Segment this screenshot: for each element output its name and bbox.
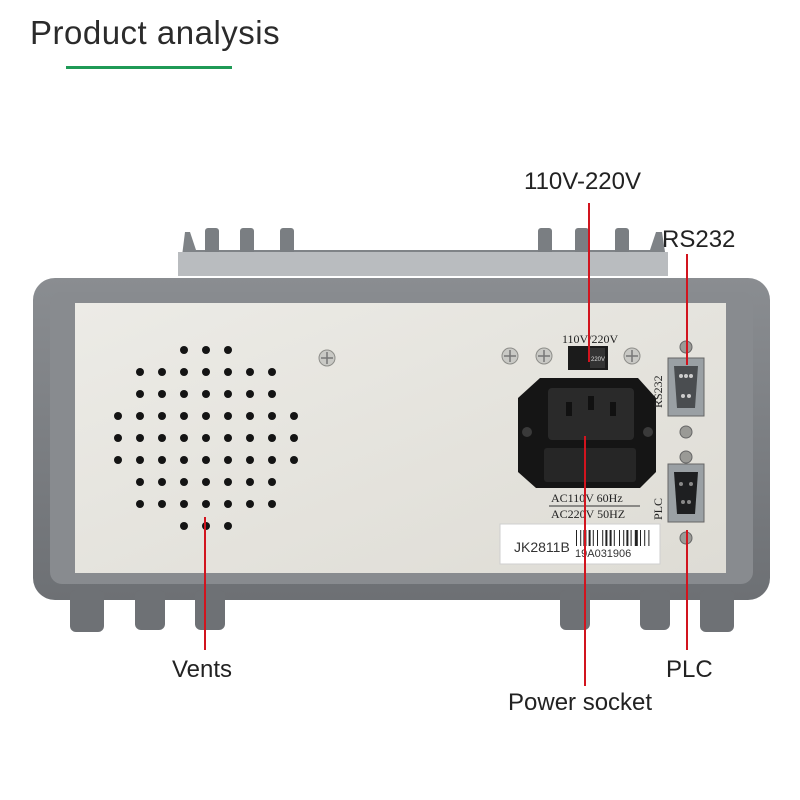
vent-grille [114,346,298,530]
vent-hole [180,412,188,420]
vent-hole [158,434,166,442]
vent-hole [224,390,232,398]
vent-hole [202,500,210,508]
vent-hole [290,412,298,420]
vent-hole [246,456,254,464]
vent-hole [224,412,232,420]
vent-hole [246,500,254,508]
vent-hole [136,478,144,486]
vent-hole [180,434,188,442]
vent-hole [136,368,144,376]
vent-hole [114,456,122,464]
power-socket-callout-label: Power socket [508,689,653,716]
plc-callout-label: PLC [666,656,713,683]
vent-hole [180,522,188,530]
vent-hole [246,412,254,420]
vent-hole [268,434,276,442]
serial-number: 19A031906 [575,548,631,560]
title-underline [66,66,232,69]
vent-hole [224,434,232,442]
vent-hole [202,390,210,398]
vent-hole [268,478,276,486]
barcode [576,530,650,546]
feet [70,590,734,632]
vent-hole [246,368,254,376]
vent-hole [158,456,166,464]
rs232-callout-label: RS232 [662,226,736,253]
vent-hole [180,390,188,398]
vent-hole [246,434,254,442]
vent-hole [202,412,210,420]
vent-hole [136,500,144,508]
switch-label: 110V/220V [562,332,619,346]
vent-hole [158,390,166,398]
vent-hole [202,368,210,376]
page-title: Product analysis [30,14,281,51]
vent-hole [268,390,276,398]
vent-hole [224,346,232,354]
vent-hole [158,368,166,376]
model-number: JK2811B [514,539,570,555]
vent-hole [136,434,144,442]
model-sticker [499,523,661,565]
vent-hole [246,390,254,398]
vent-hole [158,412,166,420]
vent-hole [224,456,232,464]
vent-hole [202,434,210,442]
vent-hole [202,456,210,464]
vents-callout-label: Vents [172,656,233,683]
vent-hole [246,478,254,486]
vent-hole [180,500,188,508]
vent-hole [136,456,144,464]
plc-port[interactable] [667,463,705,523]
vent-hole [224,478,232,486]
vent-hole [158,500,166,508]
rs232-print: RS232 [651,375,665,408]
fuse-drawer[interactable] [544,448,636,482]
vent-hole [224,500,232,508]
vent-hole [114,434,122,442]
rs232-port[interactable] [667,357,705,417]
vent-hole [180,346,188,354]
vent-hole [180,456,188,464]
vent-hole [180,478,188,486]
voltage-callout-label: 110V-220V [524,168,641,195]
vent-hole [136,390,144,398]
vent-hole [202,346,210,354]
callout-lines [204,203,688,686]
vent-hole [224,522,232,530]
panel-screws [318,340,693,545]
rating-line2: AC220V 50HZ [551,507,625,521]
top-rim [178,228,668,276]
vent-hole [180,368,188,376]
vent-hole [268,412,276,420]
vent-hole [202,478,210,486]
vent-hole [268,368,276,376]
plc-print: PLC [651,498,665,520]
vent-hole [158,478,166,486]
vent-hole [290,434,298,442]
vent-hole [136,412,144,420]
vent-hole [290,456,298,464]
power-socket [518,378,656,488]
vent-hole [224,368,232,376]
switch-mark: 220V [591,357,605,363]
vent-hole [268,500,276,508]
vent-hole [114,412,122,420]
rating-line1: AC110V 60Hz [551,491,623,505]
vent-hole [268,456,276,464]
